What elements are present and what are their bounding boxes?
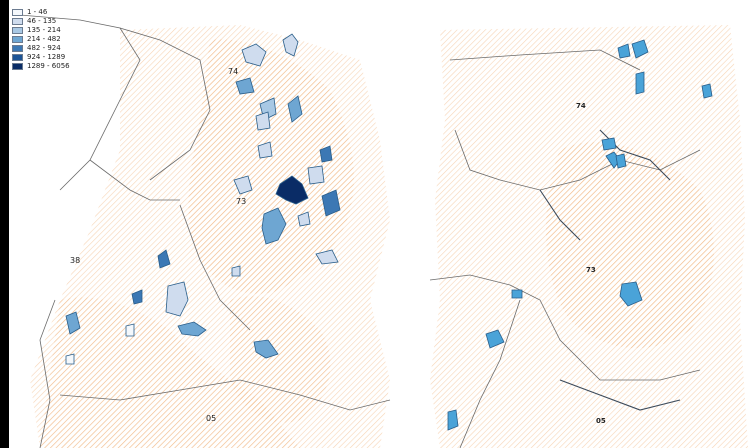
right-terrain <box>430 25 748 448</box>
legend-label: 1289 - 6056 <box>27 62 70 70</box>
right-patches <box>447 39 713 431</box>
left-frame-edge <box>0 0 9 448</box>
left-terrain <box>30 25 390 448</box>
legend-swatch <box>12 27 23 34</box>
left-label-05: 05 <box>206 414 216 423</box>
legend-row: 1289 - 6056 <box>12 62 70 71</box>
legend-label: 214 - 482 <box>27 35 61 43</box>
legend-swatch <box>12 54 23 61</box>
right-label-74: 74 <box>576 102 586 110</box>
legend-row: 214 - 482 <box>12 35 70 44</box>
left-borders <box>19 14 391 448</box>
left-patches <box>65 33 341 365</box>
right-borders <box>429 49 701 448</box>
legend-row: 135 - 214 <box>12 26 70 35</box>
right-label-05: 05 <box>596 417 606 425</box>
legend-label: 924 - 1289 <box>27 53 66 61</box>
legend-row: 46 - 135 <box>12 17 70 26</box>
legend-row: 924 - 1289 <box>12 53 70 62</box>
legend-row: 1 - 46 <box>12 8 70 17</box>
legend-label: 482 - 924 <box>27 44 61 52</box>
legend-swatch <box>12 63 23 70</box>
left-label-38: 38 <box>70 256 80 265</box>
legend-swatch <box>12 18 23 25</box>
legend-label: 1 - 46 <box>27 8 48 16</box>
left-label-74: 74 <box>228 67 238 76</box>
legend-label: 46 - 135 <box>27 17 57 25</box>
left-label-73: 73 <box>236 197 246 206</box>
legend-swatch <box>12 45 23 52</box>
legend-row: 482 - 924 <box>12 44 70 53</box>
right-label-73: 73 <box>586 266 596 274</box>
legend-swatch <box>12 9 23 16</box>
legend-swatch <box>12 36 23 43</box>
legend-label: 135 - 214 <box>27 26 61 34</box>
